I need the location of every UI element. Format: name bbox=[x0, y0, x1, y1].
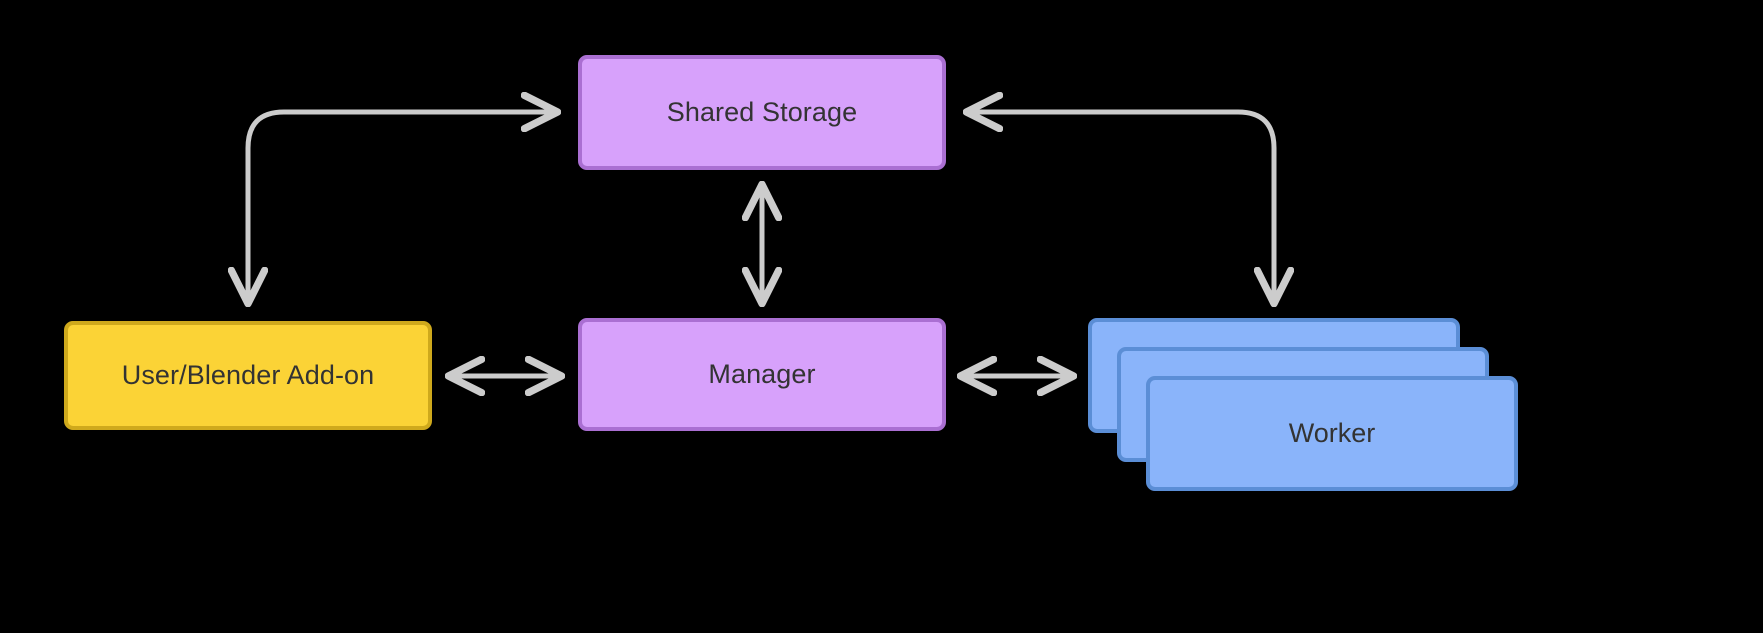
edge-worker-to-shared-storage bbox=[968, 112, 1274, 302]
node-worker-label: Worker bbox=[1288, 418, 1376, 448]
node-manager[interactable]: Manager bbox=[578, 318, 946, 431]
worker-card-front[interactable]: Worker bbox=[1146, 376, 1518, 491]
node-user-blender-addon[interactable]: User/Blender Add-on bbox=[64, 321, 432, 430]
node-worker-stack[interactable]: Worker bbox=[1088, 318, 1518, 491]
node-user-blender-addon-label: User/Blender Add-on bbox=[121, 360, 375, 390]
edge-user-addon-to-shared-storage bbox=[248, 112, 556, 302]
node-shared-storage-label: Shared Storage bbox=[666, 97, 858, 127]
node-shared-storage[interactable]: Shared Storage bbox=[578, 55, 946, 170]
node-manager-label: Manager bbox=[708, 359, 816, 389]
